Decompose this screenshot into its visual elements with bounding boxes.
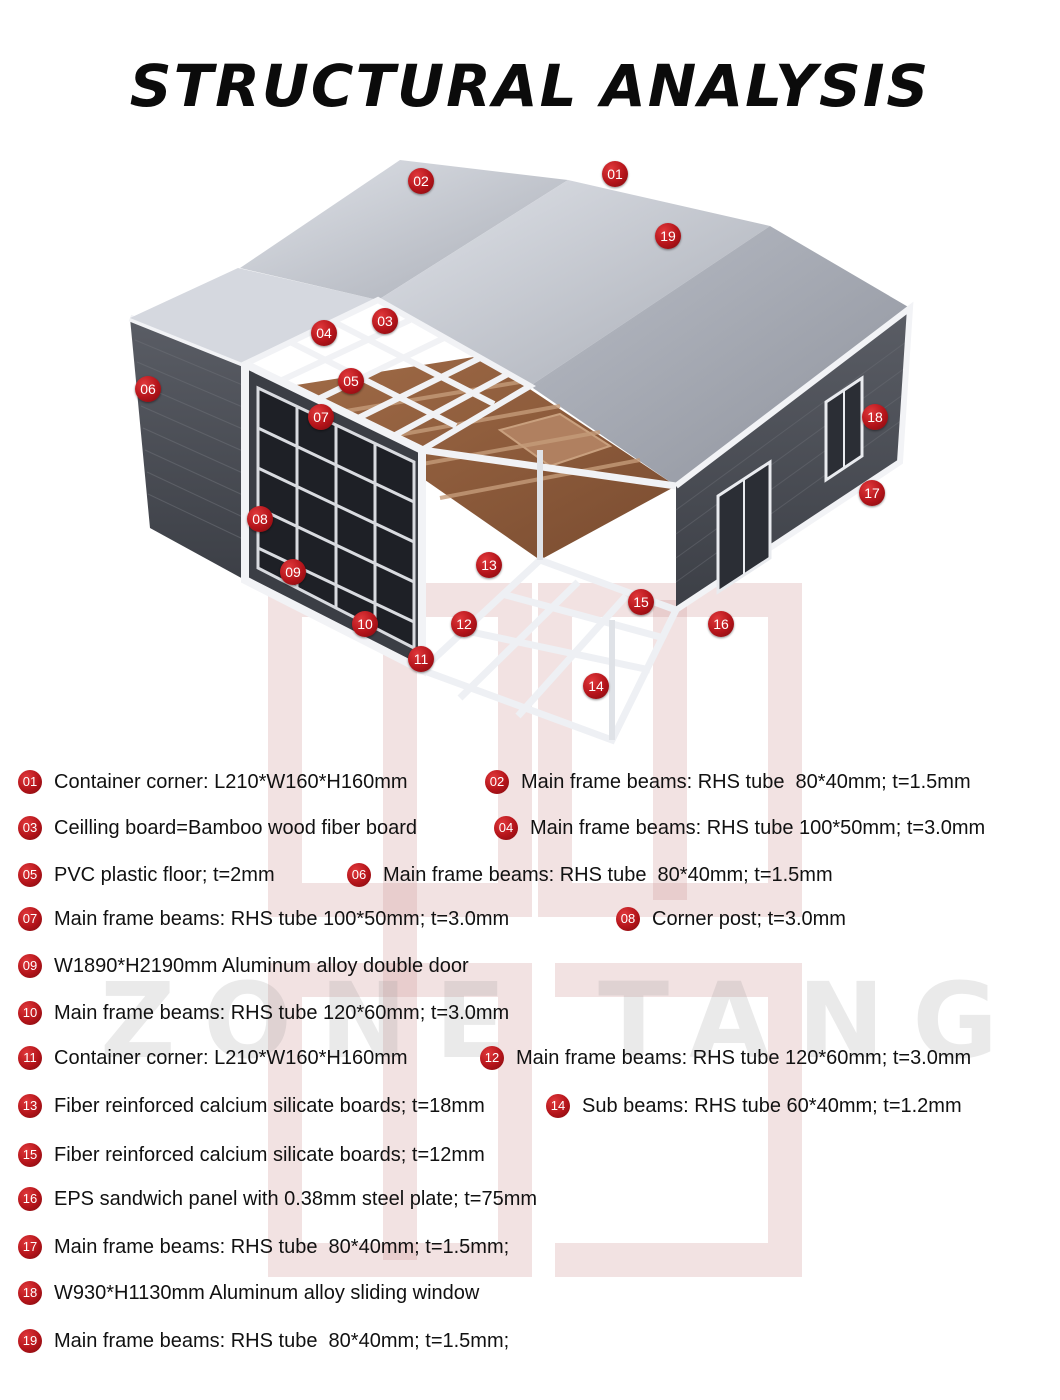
callout-05: 05 [338,368,364,394]
legend-label: Container corner: L210*W160*H160mm [54,1046,408,1069]
legend-label: Main frame beams: RHS tube 120*60mm; t=3… [54,1001,510,1024]
callout-18: 18 [862,404,888,430]
legend-row: 16 EPS sandwich panel with 0.38mm steel … [0,1184,1060,1214]
left-roof [130,268,378,364]
legend-item-08: 08 Corner post; t=3.0mm [616,904,846,934]
floor-frame [415,555,681,745]
callout-01: 01 [602,161,628,187]
badge: 19 [18,1329,42,1353]
legend-item-16: 16 EPS sandwich panel with 0.38mm steel … [18,1184,537,1214]
legend-item-07: 07 Main frame beams: RHS tube 100*50mm; … [18,904,509,934]
badge: 12 [480,1046,504,1070]
callout-19: 19 [655,223,681,249]
legend-item-19: 19 Main frame beams: RHS tube 80*40mm; t… [18,1326,509,1356]
legend-item-15: 15 Fiber reinforced calcium silicate boa… [18,1140,485,1170]
badge: 07 [18,907,42,931]
legend-row: 18 W930*H1130mm Aluminum alloy sliding w… [0,1278,1060,1308]
legend-item-04: 04 Main frame beams: RHS tube 100*50mm; … [494,813,985,843]
legend-label: Sub beams: RHS tube 60*40mm; t=1.2mm [582,1094,962,1117]
legend-label: Main frame beams: RHS tube 80*40mm; t=1.… [54,1329,510,1352]
badge: 13 [18,1094,42,1118]
legend-label: Main frame beams: RHS tube 80*40mm; t=1.… [383,863,833,886]
badge: 09 [18,954,42,978]
legend-item-01: 01 Container corner: L210*W160*H160mm [18,767,408,797]
badge: 17 [18,1235,42,1259]
callout-14: 14 [583,673,609,699]
callout-02: 02 [408,168,434,194]
legend-label: Main frame beams: RHS tube 80*40mm; t=1.… [521,770,971,793]
callout-15: 15 [628,589,654,615]
legend-row: 01 Container corner: L210*W160*H160mm 02… [0,767,1060,797]
legend-row: 09 W1890*H2190mm Aluminum alloy double d… [0,951,1060,981]
legend-item-05: 05 PVC plastic floor; t=2mm [18,860,275,890]
callout-13: 13 [476,552,502,578]
legend-item-10: 10 Main frame beams: RHS tube 120*60mm; … [18,998,509,1028]
legend-label: Main frame beams: RHS tube 80*40mm; t=1.… [54,1235,510,1258]
legend-row: 19 Main frame beams: RHS tube 80*40mm; t… [0,1326,1060,1356]
badge: 18 [18,1281,42,1305]
legend-label: Corner post; t=3.0mm [652,907,846,930]
callout-16: 16 [708,611,734,637]
legend-item-18: 18 W930*H1130mm Aluminum alloy sliding w… [18,1278,479,1308]
badge: 02 [485,770,509,794]
legend-label: Container corner: L210*W160*H160mm [54,770,408,793]
legend-item-12: 12 Main frame beams: RHS tube 120*60mm; … [480,1043,971,1073]
badge: 06 [347,863,371,887]
callout-10: 10 [352,611,378,637]
legend-item-02: 02 Main frame beams: RHS tube 80*40mm; t… [485,767,971,797]
structure-diagram: 01 02 03 04 05 06 07 08 09 10 11 12 13 1… [0,150,1060,750]
badge: 16 [18,1187,42,1211]
callout-17: 17 [859,480,885,506]
legend-row: 13 Fiber reinforced calcium silicate boa… [0,1091,1060,1121]
watermark-logo [268,583,802,1277]
badge: 15 [18,1143,42,1167]
sliding-window-illustration [716,375,864,595]
legend-item-11: 11 Container corner: L210*W160*H160mm [18,1043,408,1073]
legend-label: Ceilling board=Bamboo wood fiber board [54,816,418,839]
legend-label: Fiber reinforced calcium silicate boards… [54,1094,485,1117]
legend-label: Fiber reinforced calcium silicate boards… [54,1143,485,1166]
legend-row: 11 Container corner: L210*W160*H160mm 12… [0,1043,1060,1073]
badge: 14 [546,1094,570,1118]
right-roof [530,226,910,486]
badge: 03 [18,816,42,840]
callout-12: 12 [451,611,477,637]
legend-item-09: 09 W1890*H2190mm Aluminum alloy double d… [18,951,469,981]
legend-label: Main frame beams: RHS tube 100*50mm; t=3… [54,907,510,930]
callout-06: 06 [135,376,161,402]
legend-label: W930*H1130mm Aluminum alloy sliding wind… [54,1281,480,1304]
legend-label: EPS sandwich panel with 0.38mm steel pla… [54,1187,538,1210]
legend-item-13: 13 Fiber reinforced calcium silicate boa… [18,1091,485,1121]
legend-row: 03 Ceilling board=Bamboo wood fiber boar… [0,813,1060,843]
legend-label: Main frame beams: RHS tube 120*60mm; t=3… [516,1046,972,1069]
legend-item-03: 03 Ceilling board=Bamboo wood fiber boar… [18,813,417,843]
badge: 04 [494,816,518,840]
callout-07: 07 [308,404,334,430]
legend-item-14: 14 Sub beams: RHS tube 60*40mm; t=1.2mm [546,1091,962,1121]
page-title: STRUCTURAL ANALYSIS [129,52,931,120]
legend-row: 15 Fiber reinforced calcium silicate boa… [0,1140,1060,1170]
legend-row: 07 Main frame beams: RHS tube 100*50mm; … [0,904,1060,934]
callout-11: 11 [408,646,434,672]
legend-label: Main frame beams: RHS tube 100*50mm; t=3… [530,816,986,839]
badge: 10 [18,1001,42,1025]
badge: 08 [616,907,640,931]
badge: 01 [18,770,42,794]
legend-label: PVC plastic floor; t=2mm [54,863,275,886]
badge: 05 [18,863,42,887]
legend-row: 10 Main frame beams: RHS tube 120*60mm; … [0,998,1060,1028]
legend-item-06: 06 Main frame beams: RHS tube 80*40mm; t… [347,860,833,890]
watermark-text: ZONE TANG [100,960,1026,1082]
callout-03: 03 [372,308,398,334]
legend-item-17: 17 Main frame beams: RHS tube 80*40mm; t… [18,1232,509,1262]
legend-row: 17 Main frame beams: RHS tube 80*40mm; t… [0,1232,1060,1262]
legend-row: 05 PVC plastic floor; t=2mm 06 Main fram… [0,860,1060,890]
callout-04: 04 [311,320,337,346]
callout-09: 09 [280,559,306,585]
legend-label: W1890*H2190mm Aluminum alloy double door [54,954,469,977]
badge: 11 [18,1046,42,1070]
callout-08: 08 [247,506,273,532]
container-house-illustration [128,160,914,745]
